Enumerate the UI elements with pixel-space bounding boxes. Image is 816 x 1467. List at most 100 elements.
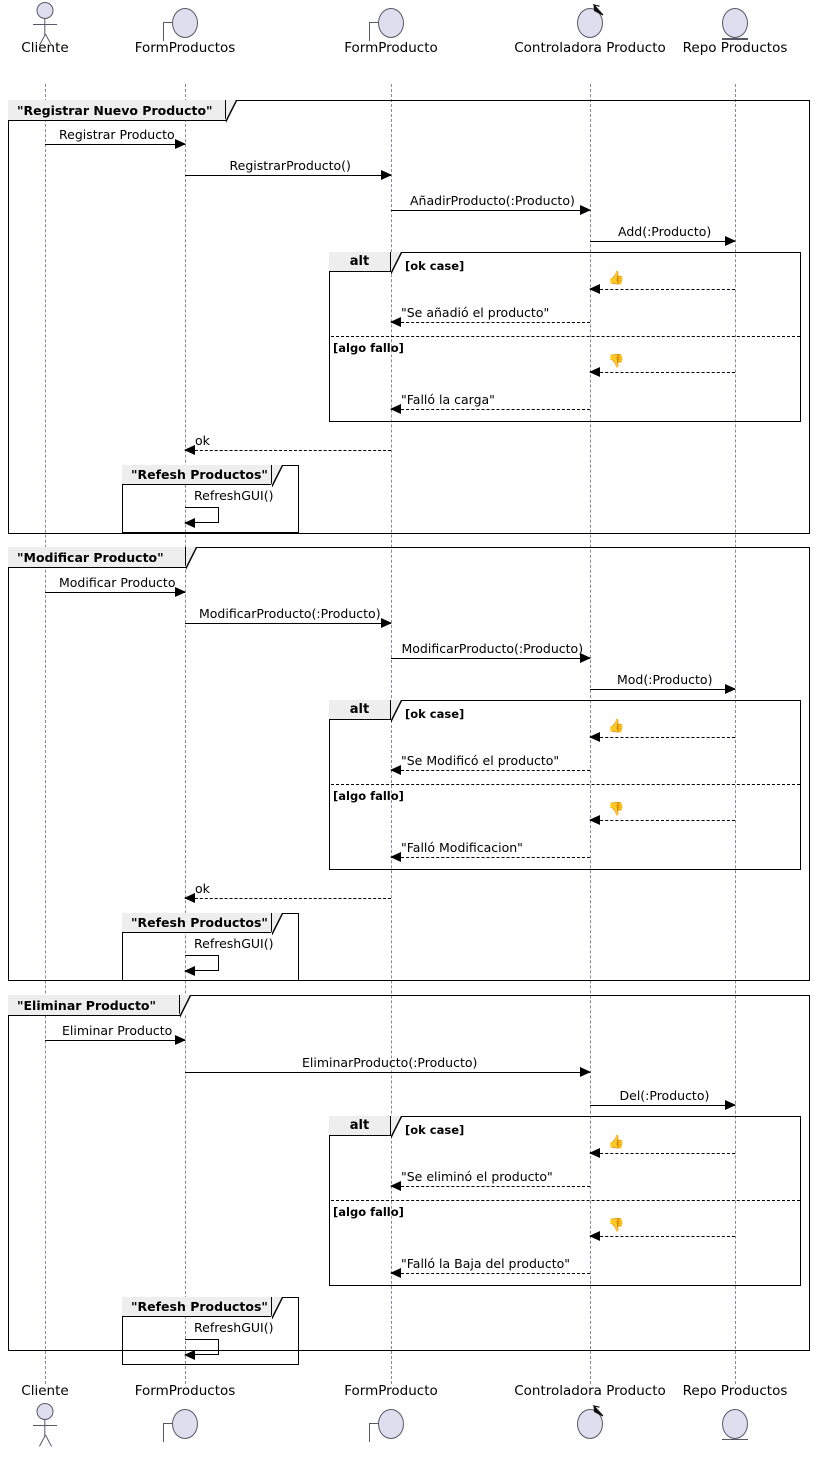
participant-label: Controladora Producto xyxy=(514,40,666,56)
lifeline-3 xyxy=(391,84,392,1384)
control-arrow-icon xyxy=(592,1404,604,1416)
participant-3: FormProducto xyxy=(306,2,476,56)
alt-branch-divider xyxy=(330,336,800,337)
participant-label: Cliente xyxy=(21,40,69,56)
arrowhead-icon xyxy=(381,170,392,180)
message-arrow xyxy=(589,732,735,742)
control-icon xyxy=(550,2,630,42)
refresh-subframe-title-tab: "Refesh Productos" xyxy=(122,911,282,934)
entity-icon xyxy=(695,1403,775,1443)
refresh-subframe-title: "Refesh Productos" xyxy=(131,467,268,482)
arrowhead-icon xyxy=(390,404,401,414)
control-icon xyxy=(550,1403,630,1443)
message-arrow xyxy=(391,653,591,663)
alt-operator-label: alt xyxy=(329,700,391,720)
arrowhead-icon xyxy=(175,139,186,149)
alt-guard-label: [ok case] xyxy=(405,259,465,273)
self-call-arrow xyxy=(184,955,219,976)
refresh-subframe-title: "Refesh Productos" xyxy=(131,1299,268,1314)
participant-icon-wrap xyxy=(145,1403,225,1443)
participant-icon-wrap xyxy=(550,2,630,42)
message-label: ok xyxy=(195,433,210,448)
alt-fragment-3 xyxy=(329,1116,801,1286)
frame-1 xyxy=(8,100,810,534)
alt-guard-label: [algo fallo] xyxy=(333,789,404,803)
participant-footer-3: FormProducto xyxy=(306,1383,476,1443)
message-arrow xyxy=(590,236,736,246)
actor-icon xyxy=(27,2,63,46)
lifeline-1 xyxy=(45,84,46,1384)
arrowhead-icon xyxy=(589,1231,600,1241)
participant-footer-4: Controladora Producto xyxy=(505,1384,675,1443)
participant-icon-wrap xyxy=(351,2,431,42)
message-label: "Falló Modificacion" xyxy=(401,840,523,855)
arrowhead-icon xyxy=(184,445,195,455)
arrowhead-icon xyxy=(381,618,392,628)
message-label: "Se eliminó el producto" xyxy=(401,1169,553,1184)
participant-footer-label: FormProducto xyxy=(344,1383,438,1399)
arrowhead-icon xyxy=(184,517,195,528)
participant-footer-1: Cliente xyxy=(0,1383,130,1447)
boundary-icon xyxy=(351,1403,431,1443)
message-arrow xyxy=(45,587,186,597)
participant-1: Cliente xyxy=(0,2,130,56)
message-emoji-label: 👍 xyxy=(608,719,625,734)
arrowhead-icon xyxy=(589,732,600,742)
message-arrow xyxy=(589,367,735,377)
arrowhead-icon xyxy=(184,1349,195,1360)
participant-4: Controladora Producto xyxy=(505,2,675,56)
message-label: Del(:Producto) xyxy=(619,1088,710,1103)
arrowhead-icon xyxy=(580,205,591,215)
frame-title: "Modificar Producto" xyxy=(17,549,164,565)
arrowhead-icon xyxy=(589,367,600,377)
alt-guard-label: [algo fallo] xyxy=(333,341,404,355)
message-arrow xyxy=(185,170,392,180)
frame-title-tab: "Eliminar Producto" xyxy=(8,993,190,1016)
arrowhead-icon xyxy=(175,1035,186,1045)
arrowhead-icon xyxy=(184,965,195,976)
alt-guard-label: [ok case] xyxy=(405,1123,465,1137)
participant-5: Repo Productos xyxy=(650,2,816,56)
message-emoji-label: 👍 xyxy=(608,271,625,286)
self-call-label: RefreshGUI() xyxy=(194,1320,274,1335)
message-label: ok xyxy=(195,881,210,896)
message-label: "Se añadió el producto" xyxy=(401,305,550,320)
message-arrow xyxy=(589,1231,735,1241)
arrowhead-icon xyxy=(589,1148,600,1158)
refresh-subframe-title-tab: "Refesh Productos" xyxy=(122,463,282,486)
entity-icon xyxy=(695,2,775,42)
frame-3 xyxy=(8,995,810,1351)
boundary-icon xyxy=(145,1403,225,1443)
self-call-label: RefreshGUI() xyxy=(194,488,274,503)
participant-2: FormProductos xyxy=(100,2,270,56)
arrowhead-icon xyxy=(725,236,736,246)
control-arrow-icon xyxy=(592,4,604,16)
refresh-subframe-title-tab: "Refesh Productos" xyxy=(122,1295,282,1318)
arrowhead-icon xyxy=(390,1268,401,1278)
participant-icon-wrap xyxy=(5,2,85,46)
message-arrow xyxy=(390,317,590,327)
arrowhead-icon xyxy=(175,587,186,597)
arrowhead-icon xyxy=(390,765,401,775)
message-arrow xyxy=(590,1100,736,1110)
message-label: "Se Modificó el producto" xyxy=(401,753,560,768)
alt-branch-divider xyxy=(330,1200,800,1201)
boundary-icon xyxy=(145,2,225,42)
participant-footer-2: FormProductos xyxy=(100,1384,270,1443)
frame-title: "Eliminar Producto" xyxy=(17,997,157,1013)
message-label: ModificarProducto(:Producto) xyxy=(199,606,381,621)
participant-footer-label: Cliente xyxy=(21,1383,69,1399)
arrowhead-icon xyxy=(580,1067,591,1077)
message-arrow xyxy=(390,852,590,862)
message-arrow xyxy=(589,1148,735,1158)
message-arrow xyxy=(185,618,392,628)
arrowhead-icon xyxy=(725,684,736,694)
actor-icon xyxy=(27,1402,63,1447)
participant-footer-5: Repo Productos xyxy=(650,1384,816,1443)
message-label: "Falló la carga" xyxy=(401,392,495,407)
arrowhead-icon xyxy=(390,852,401,862)
arrowhead-icon xyxy=(184,893,195,903)
arrowhead-icon xyxy=(589,815,600,825)
participant-icon-wrap xyxy=(351,1403,431,1443)
